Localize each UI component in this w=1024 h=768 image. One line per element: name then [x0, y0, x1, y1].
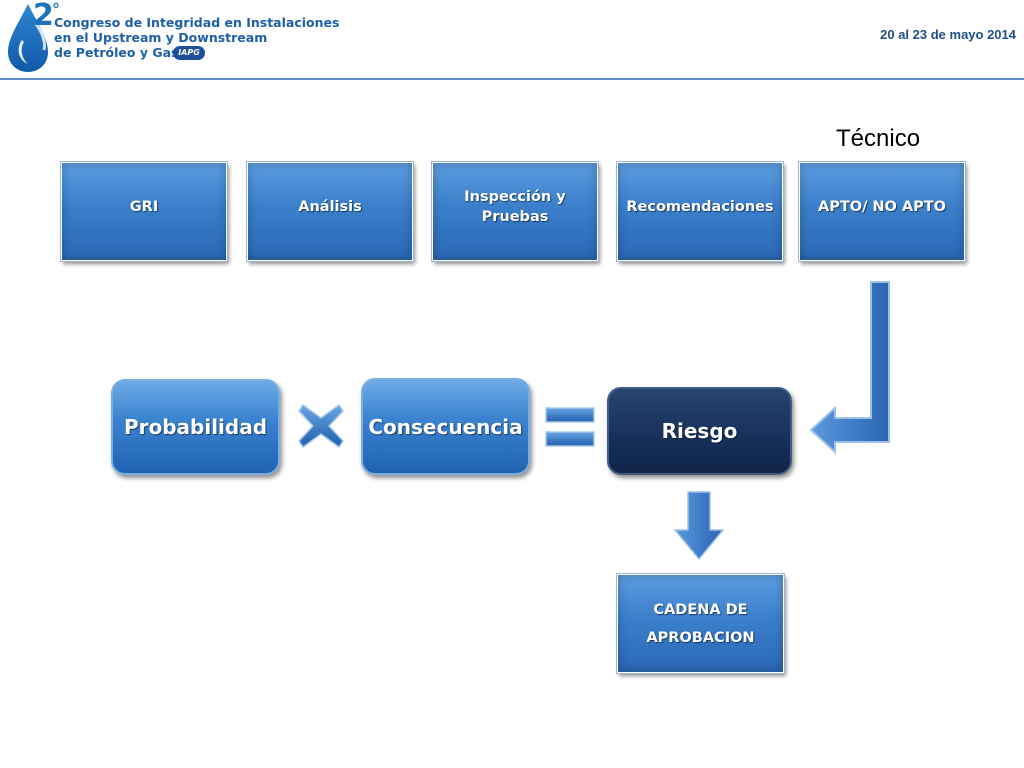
step-label: GRI: [129, 198, 159, 215]
step-label: Inspección y Pruebas: [464, 188, 566, 225]
conference-title-line-3: de Petróleo y Gas: [54, 45, 179, 60]
term-consecuencia: Consecuencia: [361, 378, 530, 475]
header-divider: [0, 78, 1024, 80]
result-label: Riesgo: [661, 419, 738, 443]
term-label: Probabilidad: [123, 415, 268, 439]
step-box-recomendaciones: Recomendaciones: [616, 161, 784, 262]
event-date: 20 al 23 de mayo 2014: [880, 27, 1016, 42]
term-label: Consecuencia: [368, 414, 523, 439]
group-label-tecnico: Técnico: [836, 125, 921, 152]
result-riesgo: Riesgo: [607, 387, 792, 475]
term-probabilidad: Probabilidad: [111, 379, 280, 475]
step-box-gri: GRI: [60, 161, 228, 262]
approval-line-1: CADENA DE: [653, 601, 748, 618]
water-drop-logo-icon: [8, 4, 48, 72]
approval-chain-box: CADENA DE APROBACION: [616, 573, 785, 674]
step-label: Análisis: [298, 198, 362, 215]
bent-arrow-to-riesgo: [809, 281, 890, 455]
approval-line-2: APROBACION: [646, 629, 755, 646]
down-arrow-icon: [673, 491, 725, 561]
step-box-inspeccion-pruebas: Inspección y Pruebas: [431, 161, 599, 262]
step-box-analisis: Análisis: [246, 161, 414, 262]
logo-degree: °: [52, 0, 60, 19]
logo-number: 2: [33, 0, 54, 33]
conference-title-line-2: en el Upstream y Downstream: [54, 30, 268, 45]
iapg-logo-badge: IAPG: [173, 46, 205, 60]
step-label: APTO/ NO APTO: [818, 198, 946, 215]
multiply-icon: [298, 403, 344, 449]
step-label: Recomendaciones: [626, 198, 774, 215]
equals-icon: [545, 407, 595, 447]
step-box-apto-no-apto: APTO/ NO APTO: [798, 161, 966, 262]
conference-title-line-1: Congreso de Integridad en Instalaciones: [54, 15, 340, 30]
